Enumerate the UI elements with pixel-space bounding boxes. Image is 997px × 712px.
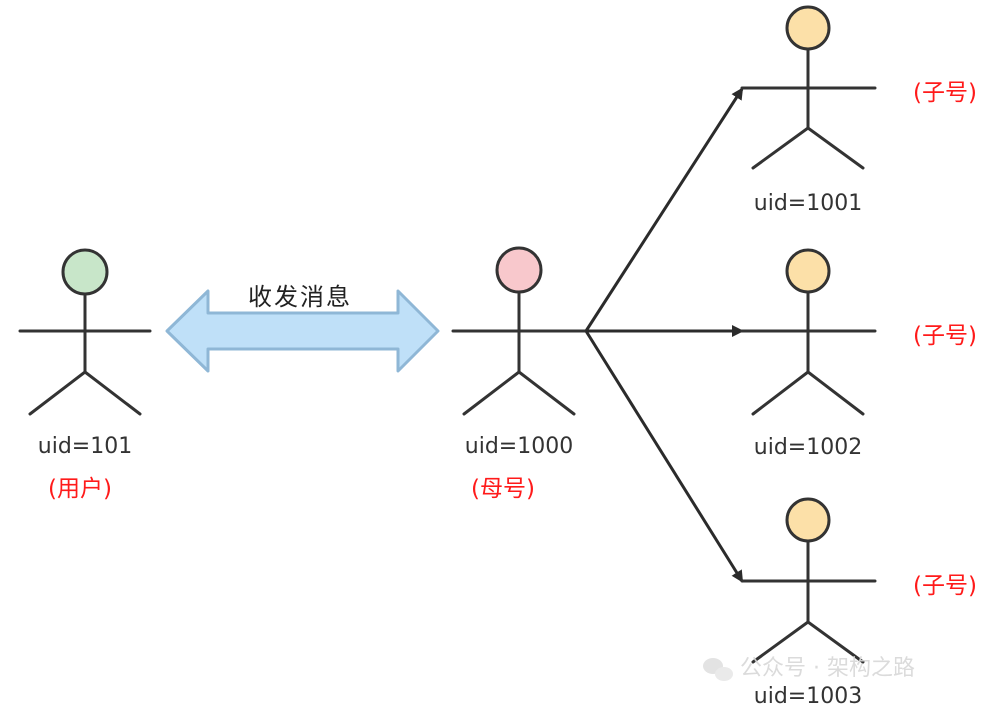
child-head-1003 xyxy=(785,497,831,543)
watermark: 公众号 · 架构之路 xyxy=(703,656,915,681)
child-role-label-1003: (子号) xyxy=(913,573,977,599)
parent-actor xyxy=(451,246,587,416)
child-head-1001 xyxy=(785,5,831,51)
child-actor-1001 xyxy=(740,5,877,170)
message-label: 收发消息 xyxy=(248,283,352,311)
parent-head xyxy=(495,246,543,294)
wechat-icon xyxy=(703,658,733,681)
child-actor-1002 xyxy=(740,248,877,416)
user-uid-label: uid=101 xyxy=(38,434,132,459)
user-actor xyxy=(18,248,152,416)
edge-to-1003 xyxy=(584,330,744,583)
child-uid-label-1002: uid=1002 xyxy=(754,435,862,460)
child-role-label-1001: (子号) xyxy=(913,80,977,106)
user-head xyxy=(61,248,109,296)
child-role-label-1002: (子号) xyxy=(913,323,977,349)
edge-to-1001 xyxy=(584,87,744,332)
parent-uid-label: uid=1000 xyxy=(465,434,573,459)
child-actor-1003 xyxy=(740,497,877,664)
child-uid-label-1001: uid=1001 xyxy=(754,191,862,216)
bidirectional-arrow xyxy=(165,289,440,373)
watermark-text: 公众号 · 架构之路 xyxy=(740,656,915,681)
child-uid-label-1003: uid=1003 xyxy=(754,684,862,709)
user-role-label: (用户) xyxy=(48,476,112,502)
child-head-1002 xyxy=(785,248,831,294)
parent-role-label: (母号) xyxy=(471,476,535,502)
